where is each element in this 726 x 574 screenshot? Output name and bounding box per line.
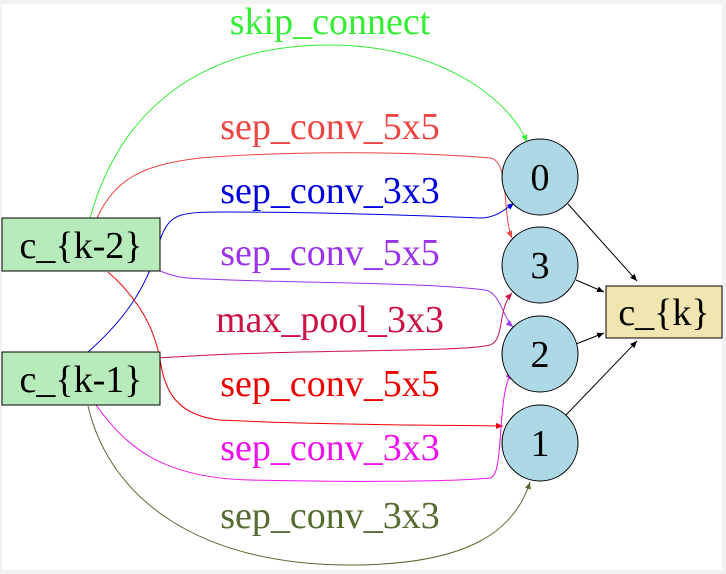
input-node-ck1 bbox=[1, 351, 161, 406]
intermediate-node-3 bbox=[501, 226, 579, 304]
edge-skip-connect-ck2-to-0 bbox=[89, 44, 528, 219]
edge-sep-conv-3x3-ck1-to-2 bbox=[95, 371, 513, 482]
edge-label-max-pool-3x3: max_pool_3x3 bbox=[216, 299, 444, 341]
edge-1-to-ck bbox=[565, 340, 638, 416]
edge-label-sep-conv-3x3-a: sep_conv_3x3 bbox=[220, 170, 440, 212]
edge-label-sep-conv-5x5-a: sep_conv_5x5 bbox=[220, 106, 440, 148]
input-node-ck2-label: c_{k-2} bbox=[20, 225, 143, 267]
edge-0-to-ck bbox=[567, 203, 638, 282]
intermediate-node-1-label: 1 bbox=[531, 423, 550, 465]
edge-sep-conv-3x3-ck1-to-1 bbox=[87, 405, 531, 566]
edge-label-sep-conv-3x3-b: sep_conv_3x3 bbox=[220, 427, 440, 469]
intermediate-node-2-label: 2 bbox=[531, 334, 550, 376]
edge-max-pool-3x3-ck1-to-3 bbox=[157, 292, 513, 359]
edge-label-sep-conv-5x5-b: sep_conv_5x5 bbox=[220, 232, 440, 274]
edge-3-to-ck bbox=[575, 279, 605, 293]
output-node-ck bbox=[605, 285, 723, 339]
input-node-ck2 bbox=[1, 217, 161, 272]
edge-label-skip-connect: skip_connect bbox=[230, 1, 431, 43]
edge-label-sep-conv-3x3-c: sep_conv_3x3 bbox=[220, 495, 440, 537]
intermediate-node-1 bbox=[501, 404, 579, 482]
intermediate-node-3-label: 3 bbox=[531, 245, 550, 287]
edge-label-sep-conv-5x5-c: sep_conv_5x5 bbox=[220, 363, 440, 405]
edge-sep-conv-5x5-ck2-to-2 bbox=[157, 269, 514, 328]
edge-sep-conv-3x3-ck1-to-0 bbox=[87, 202, 515, 353]
edge-2-to-ck bbox=[575, 332, 605, 345]
intermediate-node-0-label: 0 bbox=[531, 157, 550, 199]
output-node-ck-label: c_{k} bbox=[618, 292, 709, 334]
intermediate-node-2 bbox=[501, 315, 579, 393]
edge-sep-conv-5x5-ck2-to-1 bbox=[107, 271, 504, 429]
input-node-ck1-label: c_{k-1} bbox=[20, 359, 143, 401]
intermediate-node-0 bbox=[501, 138, 579, 216]
